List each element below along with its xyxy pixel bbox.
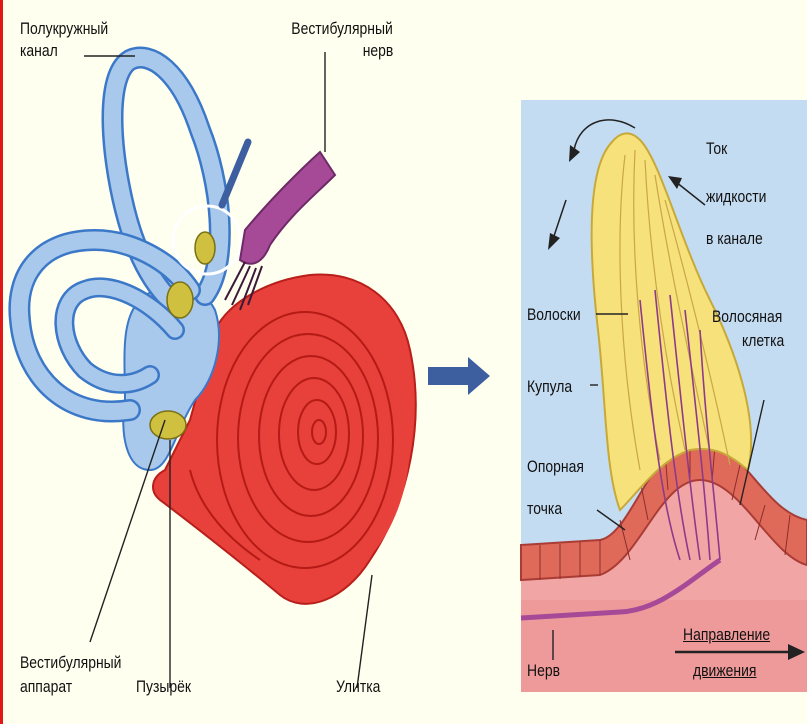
label-vestibular-nerve-1: Вестибулярный: [292, 18, 393, 39]
ampulla-1: [167, 282, 193, 318]
label-direction-2: движения: [693, 660, 756, 681]
label-direction-1: Направление: [683, 624, 770, 645]
label-flow-2: жидкости: [706, 186, 766, 207]
label-vesicle: Пузырёк: [136, 676, 191, 697]
label-vestibular-apparatus-1: Вестибулярный: [20, 652, 121, 673]
label-support-point-2: точка: [527, 498, 562, 519]
ampulla-3: [195, 232, 215, 264]
vestibular-nerve: [240, 152, 335, 264]
label-support-point-1: Опорная: [527, 456, 584, 477]
magnifier-pointer: [222, 142, 248, 205]
label-vestibular-nerve-2: нерв: [362, 40, 393, 61]
label-hair-cell-1: Волосяная: [712, 306, 782, 327]
label-vestibular-apparatus-2: аппарат: [20, 676, 72, 697]
label-semicircular-canal-1: Полукружный: [20, 18, 108, 39]
label-flow-3: в канале: [706, 228, 763, 249]
label-cupula: Купула: [527, 376, 572, 397]
label-cochlea: Улитка: [336, 676, 380, 697]
label-semicircular-canal-2: канал: [20, 40, 58, 61]
label-nerve: Нерв: [527, 660, 560, 681]
label-hairs: Волоски: [527, 304, 581, 325]
label-hair-cell-2: клетка: [742, 330, 784, 351]
label-flow-1: Ток: [706, 138, 727, 159]
inner-ear: [19, 52, 415, 688]
transition-arrow: [428, 357, 490, 395]
ampulla-2: [150, 411, 186, 439]
